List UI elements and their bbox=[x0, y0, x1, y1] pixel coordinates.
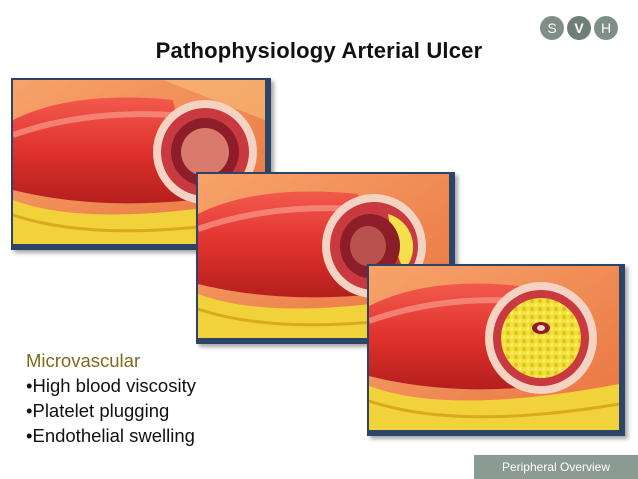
slide-title: Pathophysiology Arterial Ulcer bbox=[155, 38, 483, 63]
artery-illustration-3 bbox=[367, 264, 625, 436]
footer-label: Peripheral Overview bbox=[474, 455, 638, 479]
bullet-item: •Platelet plugging bbox=[26, 400, 170, 421]
bullet-heading: Microvascular bbox=[26, 350, 141, 371]
logo-letter-s: S bbox=[540, 16, 564, 40]
svh-logo: S V H bbox=[540, 16, 618, 40]
bullet-item: •Endothelial swelling bbox=[26, 425, 195, 446]
logo-letter-v: V bbox=[567, 16, 591, 40]
logo-letter-h: H bbox=[594, 16, 618, 40]
bullet-list: Microvascular •High blood viscosity •Pla… bbox=[26, 348, 196, 448]
bullet-item: •High blood viscosity bbox=[26, 375, 196, 396]
